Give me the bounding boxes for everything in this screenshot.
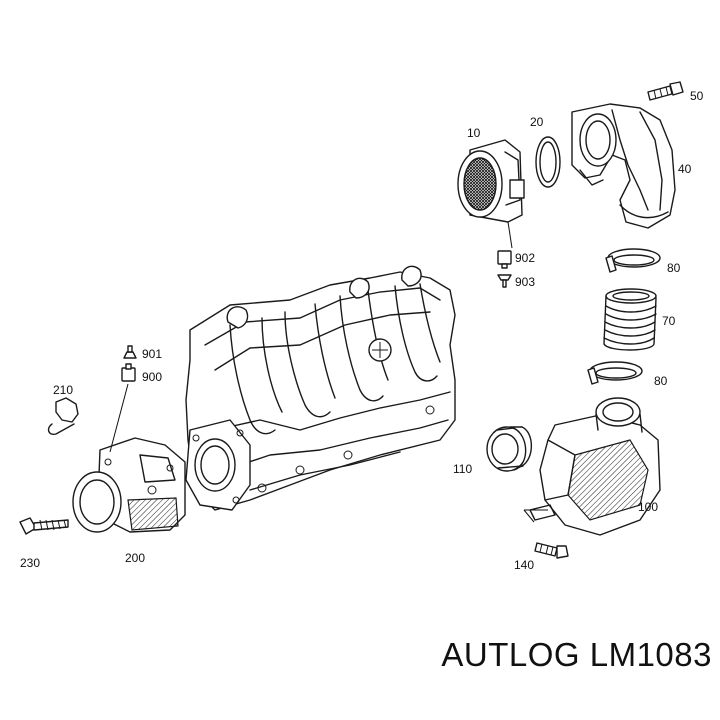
seal-900: [121, 363, 136, 382]
callout-210: 210: [53, 383, 73, 397]
callout-100: 100: [638, 500, 658, 514]
bolt-140: [534, 542, 569, 559]
throttle-body: [72, 437, 186, 533]
o-ring-20: [535, 136, 561, 188]
callout-200: 200: [125, 551, 145, 565]
hose-clamp-80-lower: [587, 361, 643, 385]
air-mass-sensor: [457, 139, 525, 223]
air-filter-housing: [529, 397, 661, 536]
callout-900: 900: [142, 370, 162, 384]
callout-40: 40: [678, 162, 692, 176]
corrugated-hose: [603, 288, 657, 351]
callout-230: 230: [20, 556, 40, 570]
pin-901: [123, 345, 137, 359]
callout-901: 901: [142, 347, 162, 361]
callout-902: 902: [515, 251, 535, 265]
callout-80-lower: 80: [654, 374, 668, 388]
callout-10: 10: [467, 126, 481, 140]
plug-902: [497, 250, 512, 269]
clip-210: [47, 397, 79, 436]
callout-labels: 10 20 40 50 70 80 80 100 110 140 200 210…: [20, 89, 704, 572]
bolt-230: [19, 517, 69, 535]
callout-80-upper: 80: [667, 261, 681, 275]
callout-50: 50: [690, 89, 704, 103]
air-duct-elbow: [571, 103, 676, 229]
callout-110: 110: [453, 462, 472, 476]
callout-903: 903: [515, 275, 535, 289]
callout-70: 70: [662, 314, 676, 328]
leader-lines: [109, 221, 548, 523]
intake-manifold: [185, 265, 456, 511]
callout-20: 20: [530, 115, 544, 129]
screw-903: [497, 274, 512, 288]
brand-caption: AUTLOG LM1083: [441, 636, 712, 673]
bolt-50: [647, 81, 684, 101]
hose-clamp-80-upper: [605, 248, 661, 273]
rubber-sleeve: [486, 426, 533, 472]
callout-140: 140: [514, 558, 534, 572]
